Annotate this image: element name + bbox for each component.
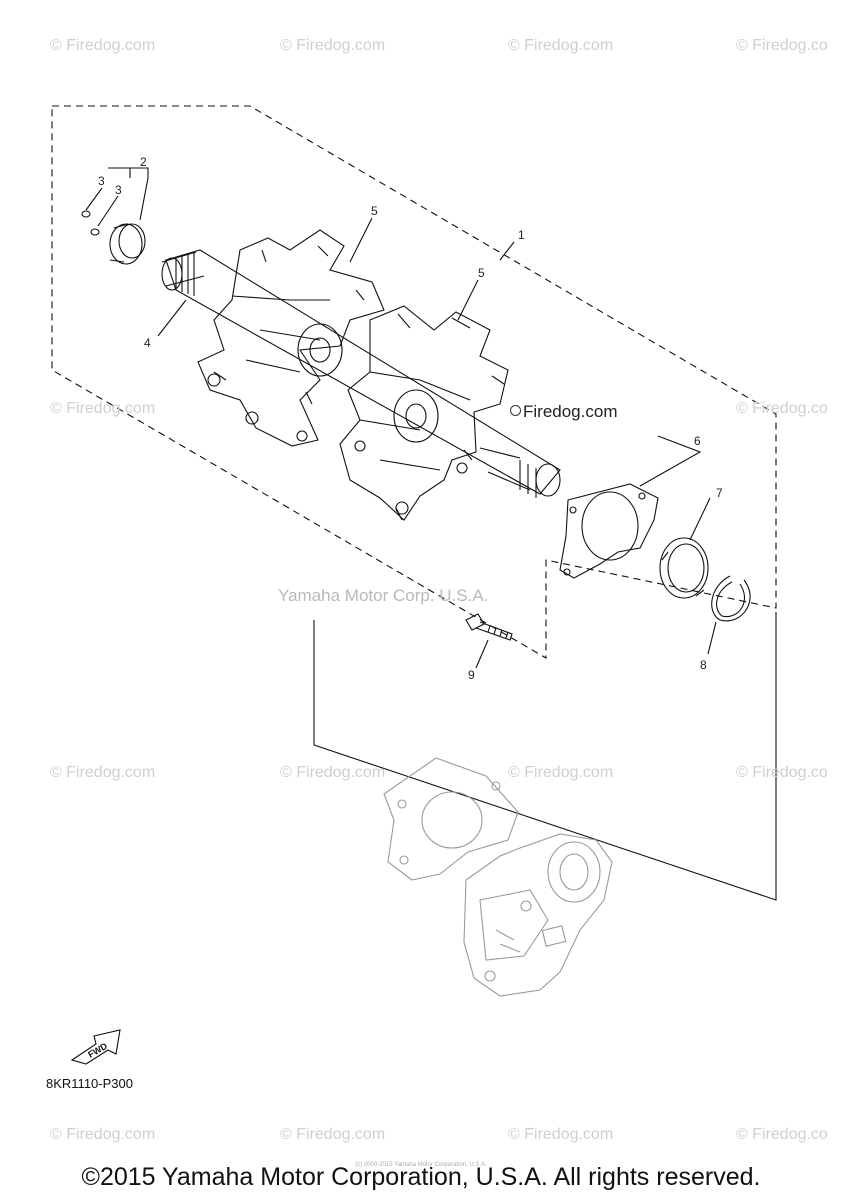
watermark: © Firedog.co	[736, 400, 828, 417]
assembly-outline-dashed	[51, 105, 777, 659]
fine-print: (c) 2000-2015 Yamaha Motor Corporation, …	[355, 1162, 487, 1168]
part-number-6: 6	[694, 434, 701, 448]
copyright-notice: ©2015 Yamaha Motor Corporation, U.S.A. A…	[81, 1163, 761, 1191]
leader-2	[108, 167, 149, 221]
housing-plate	[383, 757, 519, 881]
part-number-9: 9	[468, 668, 475, 682]
leader-9	[475, 639, 489, 669]
watermark: © Firedog.com	[50, 1126, 156, 1143]
impeller-5b	[339, 305, 509, 521]
part-number-5: 5	[371, 204, 378, 218]
part-number-7: 7	[716, 486, 723, 500]
leader-6	[639, 435, 702, 487]
watermark: © Firedog.com	[50, 400, 156, 417]
part-number-4: 4	[144, 336, 151, 350]
leader-3	[85, 187, 119, 227]
copyright-circle-icon	[510, 405, 521, 416]
impeller-5a	[197, 229, 385, 447]
bushing-2	[109, 223, 146, 265]
watermark: © Firedog.com	[508, 764, 614, 781]
oil-seal-7	[659, 537, 709, 599]
part-number-2: 2	[140, 155, 147, 169]
watermark: © Firedog.com	[50, 37, 156, 54]
leader-1	[499, 241, 515, 261]
gasket-6	[559, 483, 659, 579]
bolt-9	[465, 613, 513, 641]
watermark: © Firedog.com	[280, 764, 386, 781]
watermark: © Firedog.com	[508, 1126, 614, 1143]
leader-5b	[457, 279, 479, 321]
part-number-1: 1	[518, 228, 525, 242]
housing-body	[463, 833, 613, 997]
watermark: © Firedog.com	[50, 764, 156, 781]
watermark: © Firedog.com	[280, 1126, 386, 1143]
site-watermark: Firedog.com	[510, 402, 617, 422]
diagram-code: 8KR1110-P300	[46, 1076, 133, 1091]
center-watermark: Yamaha Motor Corp. U.S.A.	[278, 586, 489, 605]
watermark: © Firedog.co	[736, 764, 828, 781]
watermark: © Firedog.co	[736, 1126, 828, 1143]
leader-7	[689, 497, 711, 541]
fwd-arrow-icon	[70, 1029, 121, 1065]
watermark: © Firedog.com	[280, 37, 386, 54]
leader-4	[157, 299, 187, 337]
part-number-3: 3	[115, 183, 122, 197]
leader-8	[707, 621, 717, 655]
housing-outline	[313, 612, 777, 901]
circlip-8	[711, 575, 751, 622]
watermark: © Firedog.co	[736, 37, 828, 54]
part-number-8: 8	[700, 658, 707, 672]
pins-3	[81, 210, 100, 236]
leader-5a	[349, 217, 373, 263]
watermark: © Firedog.com	[508, 37, 614, 54]
part-number-5: 5	[478, 266, 485, 280]
part-number-3: 3	[98, 174, 105, 188]
impeller-shaft-4	[161, 249, 561, 498]
